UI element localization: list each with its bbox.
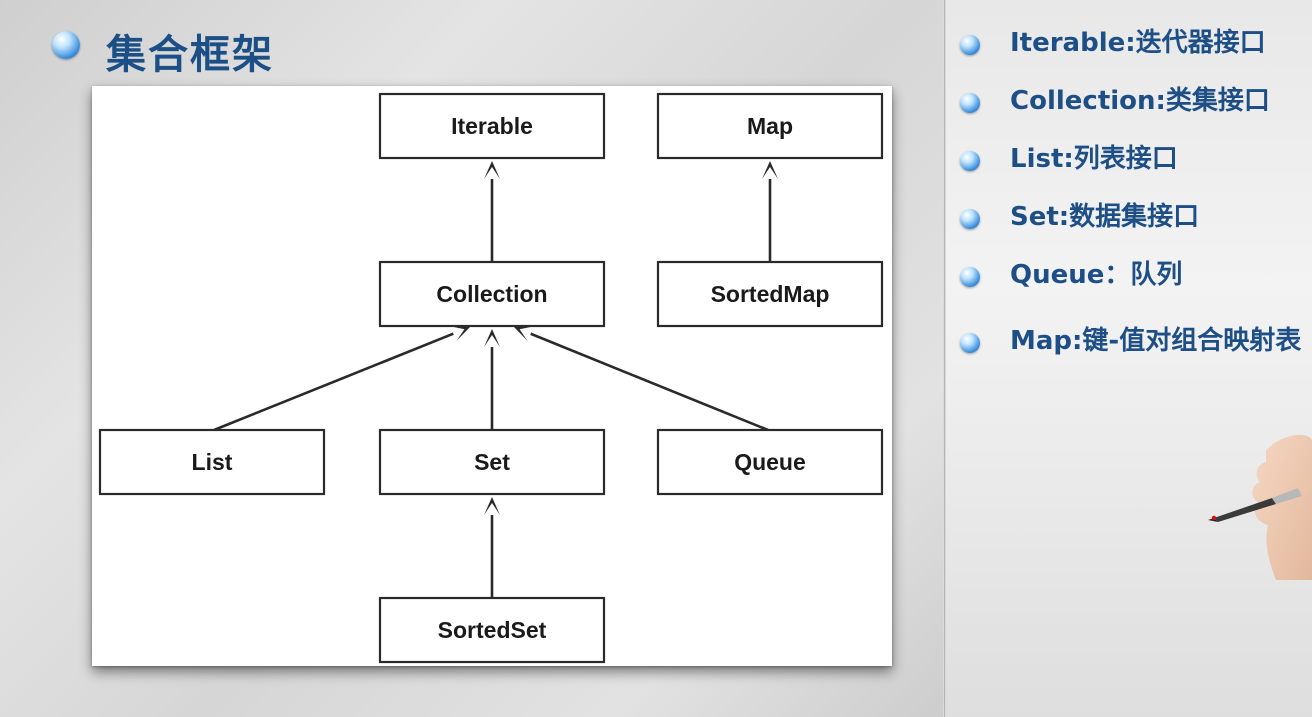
edge-collection-to-iterable — [484, 161, 500, 262]
title-bullet-icon — [52, 31, 80, 59]
arrowhead-icon — [514, 326, 534, 342]
node-sortedset: SortedSet — [378, 596, 606, 664]
arrowhead-icon — [484, 161, 500, 179]
node-box — [98, 428, 326, 496]
round-blue-bullet-icon — [960, 209, 980, 229]
round-blue-bullet-icon — [960, 35, 980, 55]
edge-set-to-collection — [484, 329, 500, 430]
node-label: Queue — [734, 449, 806, 475]
legend-item-text: Set:数据集接口 — [1010, 202, 1200, 232]
page-title: 集合框架 — [106, 32, 274, 78]
edge-sortedset-to-set — [484, 497, 500, 598]
node-label: List — [192, 449, 233, 475]
node-box — [378, 596, 606, 664]
node-box — [378, 92, 606, 160]
node-label: SortedSet — [438, 617, 547, 643]
node-collection: Collection — [378, 260, 606, 328]
round-blue-bullet-icon — [960, 267, 980, 287]
node-sortedmap: SortedMap — [656, 260, 884, 328]
edge-sortedmap-to-map — [762, 161, 778, 262]
node-iterable: Iterable — [378, 92, 606, 160]
arrowhead-icon — [484, 329, 500, 347]
legend-item-text: Collection:类集接口 — [1010, 86, 1270, 116]
node-map: Map — [656, 92, 884, 160]
node-list: List — [98, 428, 326, 496]
edge-line — [213, 332, 454, 432]
round-blue-bullet-icon — [960, 333, 980, 353]
node-label: Collection — [436, 281, 547, 307]
legend-item-text: List:列表接口 — [1010, 144, 1178, 174]
edge-list-to-collection — [213, 326, 470, 432]
legend-item-text: Queue：队列 — [1010, 260, 1183, 290]
node-label: Map — [747, 113, 793, 139]
edge-line — [530, 332, 769, 432]
node-box — [656, 92, 884, 160]
node-label: Set — [474, 449, 510, 475]
round-blue-bullet-icon — [960, 93, 980, 113]
node-box — [656, 260, 884, 328]
node-box — [378, 428, 606, 496]
node-label: SortedMap — [711, 281, 830, 307]
legend-item-text: Iterable:迭代器接口 — [1010, 28, 1266, 58]
diagram-edges — [213, 161, 778, 598]
node-queue: Queue — [656, 428, 884, 496]
node-set: Set — [378, 428, 606, 496]
arrowhead-icon — [450, 326, 470, 342]
legend-item-text: Map:键-值对组合映射表 — [1010, 326, 1302, 356]
edge-queue-to-collection — [514, 326, 769, 432]
arrowhead-icon — [484, 497, 500, 515]
hand-holding-pen-icon — [1208, 434, 1312, 580]
node-box — [656, 428, 884, 496]
panel-divider — [943, 0, 946, 717]
node-box — [378, 260, 606, 328]
slide-side-panel — [946, 0, 1312, 717]
round-blue-bullet-icon — [960, 151, 980, 171]
node-label: Iterable — [451, 113, 533, 139]
arrowhead-icon — [762, 161, 778, 179]
